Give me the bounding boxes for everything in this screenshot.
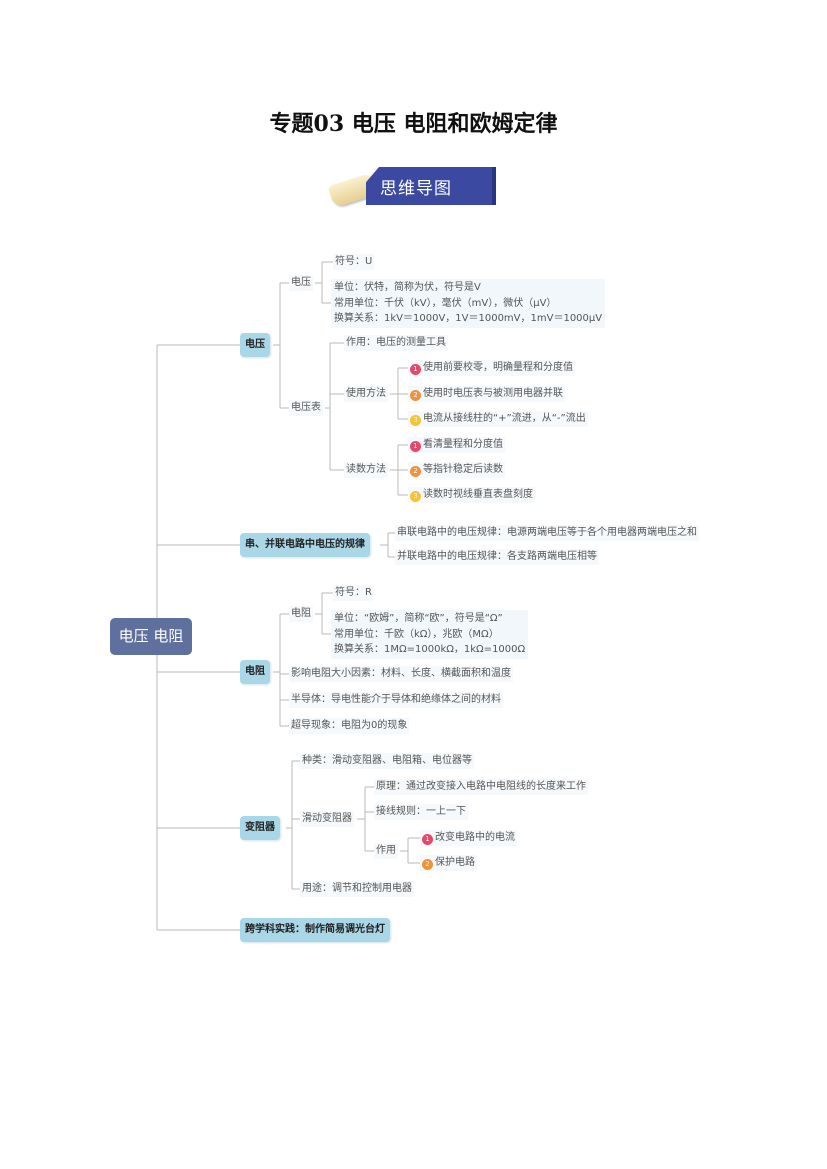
root-node[interactable]: 电压 电阻 <box>110 618 192 655</box>
reading-item-text: 读数时视线垂直表盘刻度 <box>423 489 533 500</box>
node-resistance-units[interactable]: 单位：“欧姆”，简称“欧”，符号是“Ω” 常用单位：千欧（kΩ），兆欧（MΩ） … <box>331 610 529 659</box>
voltage-unit: 单位：伏特，简称为伏，符号是V <box>334 282 481 293</box>
node-resistance[interactable]: 电阻 <box>240 660 270 684</box>
node-voltmeter-function[interactable]: 作用：电压的测量工具 <box>344 335 448 351</box>
number-2-icon: 2 <box>410 390 421 401</box>
node-sliding-rheostat[interactable]: 滑动变阻器 <box>300 811 354 827</box>
node-rheostat-principle[interactable]: 原理：通过改变接入电路中电阻线的长度来工作 <box>374 779 588 795</box>
node-rheostat-function[interactable]: 作用 <box>374 843 398 859</box>
node-rheostat[interactable]: 变阻器 <box>240 816 280 840</box>
node-rheostat-use[interactable]: 用途：调节和控制用电器 <box>300 881 414 897</box>
node-rheostat-wiring[interactable]: 接线规则：一上一下 <box>374 804 468 820</box>
node-series-parallel[interactable]: 串、并联电路中电压的规律 <box>240 533 370 557</box>
usage-item-text: 使用时电压表与被测用电器并联 <box>423 388 563 399</box>
page-title: 专题03 电压 电阻和欧姆定律 <box>269 111 558 137</box>
mind-map-banner: 思维导图 <box>327 165 496 208</box>
node-resistance-symbol[interactable]: 符号：R <box>333 585 374 601</box>
number-3-icon: 3 <box>410 415 421 426</box>
node-practice[interactable]: 跨学科实践：制作简易调光台灯 <box>240 918 390 942</box>
voltage-common-units: 常用单位：千伏（kV），毫伏（mV），微伏（μV） <box>334 297 557 309</box>
number-1-icon: 1 <box>410 364 421 375</box>
reading-item-text: 看清量程和分度值 <box>423 439 503 450</box>
node-series-rule[interactable]: 串联电路中的电压规律：电源两端电压等于各个用电器两端电压之和 <box>395 525 699 541</box>
node-voltage-units[interactable]: 单位：伏特，简称为伏，符号是V 常用单位：千伏（kV），毫伏（mV），微伏（μV… <box>331 279 606 328</box>
number-3-icon: 3 <box>410 491 421 502</box>
node-semiconductor[interactable]: 半导体：导电性能介于导体和绝缘体之间的材料 <box>289 692 503 708</box>
resistance-unit: 单位：“欧姆”，简称“欧”，符号是“Ω” <box>334 613 503 624</box>
function-item-text: 改变电路中的电流 <box>435 832 515 843</box>
usage-item-text: 电流从接线柱的“+”流进，从“-”流出 <box>423 413 586 424</box>
function-item-text: 保护电路 <box>435 857 475 868</box>
number-2-icon: 2 <box>410 466 421 477</box>
node-parallel-rule[interactable]: 并联电路中的电压规律：各支路两端电压相等 <box>395 549 599 565</box>
number-1-icon: 1 <box>422 834 433 845</box>
voltage-conversion: 换算关系：1kV＝1000V，1V＝1000mV，1mV＝1000μV <box>334 313 603 324</box>
usage-item-text: 使用前要校零，明确量程和分度值 <box>423 362 573 373</box>
node-voltage-sub[interactable]: 电压 <box>289 275 313 291</box>
node-voltmeter-usage[interactable]: 使用方法 <box>344 386 388 402</box>
banner-background <box>366 167 496 205</box>
resistance-conversion: 换算关系：1MΩ=1000kΩ，1kΩ=1000Ω <box>334 644 526 655</box>
node-superconductor[interactable]: 超导现象：电阻为0的现象 <box>289 718 410 734</box>
node-voltmeter-reading[interactable]: 读数方法 <box>344 462 388 478</box>
node-resistance-sub[interactable]: 电阻 <box>289 606 313 622</box>
node-resistance-factors[interactable]: 影响电阻大小因素：材料、长度、横截面积和温度 <box>289 666 513 682</box>
node-rheostat-types[interactable]: 种类：滑动变阻器、电阻箱、电位器等 <box>300 753 474 769</box>
reading-item-text: 等指针稳定后读数 <box>423 464 503 475</box>
node-voltage[interactable]: 电压 <box>240 333 270 357</box>
node-voltmeter[interactable]: 电压表 <box>289 400 323 416</box>
number-2-icon: 2 <box>422 859 433 870</box>
resistance-common-units: 常用单位：千欧（kΩ），兆欧（MΩ） <box>334 628 499 640</box>
number-1-icon: 1 <box>410 441 421 452</box>
node-voltage-symbol[interactable]: 符号：U <box>333 254 375 270</box>
banner-label: 思维导图 <box>380 179 452 199</box>
